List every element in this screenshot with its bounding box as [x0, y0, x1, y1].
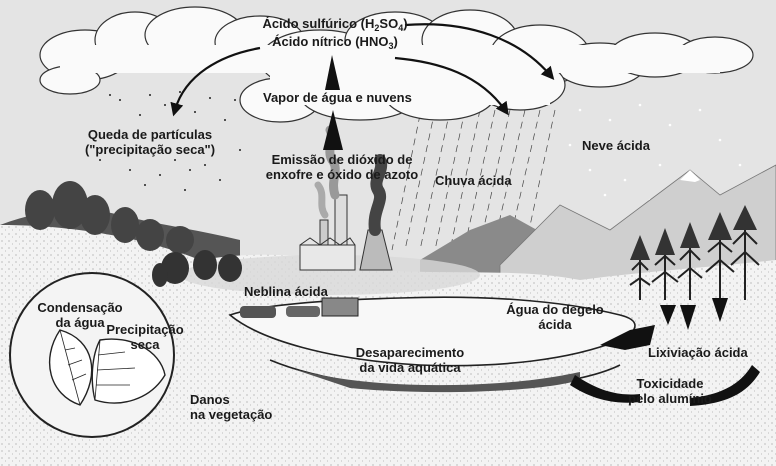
pine-crowns [630, 205, 757, 260]
up-arrows [323, 55, 343, 150]
label-sulfuric-acid: Ácido sulfúrico (H2SO4) [262, 16, 408, 33]
factory [299, 125, 393, 271]
label-water-vapor: Vapor de água e nuvens [263, 90, 412, 105]
label-nitric-acid: Ácido nítrico (HNO3) [272, 34, 398, 51]
label-acid-rain: Chuva ácida [435, 173, 512, 188]
label-acid-fog: Neblina ácida [244, 284, 328, 299]
peak-snow [680, 170, 700, 182]
dry-particles [99, 91, 241, 191]
soil-arrows [570, 298, 760, 406]
label-dry-fall: Queda de partículas("precipitação seca") [84, 127, 216, 157]
acid-fog [180, 255, 480, 295]
label-acid-snow: Neve ácida [582, 138, 650, 153]
cloud-fill [60, 45, 720, 73]
leaf-veins [59, 329, 136, 406]
cloud-arrows [170, 23, 555, 117]
dead-trees-right [629, 230, 760, 300]
leaf-right [91, 338, 166, 404]
lake-bed [290, 368, 580, 393]
label-leaching: Lixiviação ácida [648, 345, 748, 360]
vehicles [240, 297, 359, 318]
trees-mid [152, 250, 242, 287]
trees-left [25, 181, 194, 254]
cloud-fill-lower [270, 70, 550, 105]
